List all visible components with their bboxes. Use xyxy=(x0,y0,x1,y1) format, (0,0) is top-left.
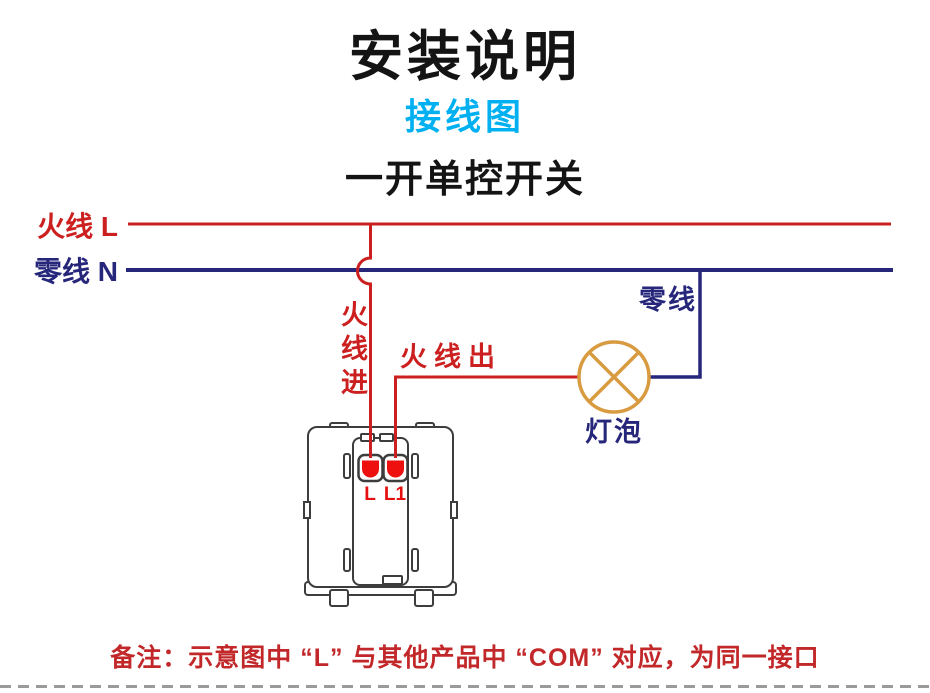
device-module-notch xyxy=(379,433,394,442)
bulb-label: 灯泡 xyxy=(585,416,643,447)
live-bus-label: 火线 L xyxy=(37,211,118,242)
device-slot xyxy=(343,453,351,479)
live-in-label: 火线进 xyxy=(337,300,367,402)
bottom-dashed-divider xyxy=(0,685,930,688)
terminal-l-contact xyxy=(362,460,379,478)
bulb-cross xyxy=(588,351,640,403)
device-slot xyxy=(343,548,351,572)
device-slot xyxy=(411,453,419,479)
device-module-notch xyxy=(360,433,375,442)
live-out-wire xyxy=(394,375,582,458)
lamp-neutral-wire xyxy=(649,272,702,379)
device-bottom-tab xyxy=(414,589,434,607)
switch-device xyxy=(303,422,458,607)
note-text: 备注：示意图中 “L” 与其他产品中 “COM” 对应，为同一接口 xyxy=(110,644,820,672)
terminal-l1-label: L1 xyxy=(384,484,407,505)
device-slot xyxy=(411,548,419,572)
subtitle: 接线图 xyxy=(404,96,525,137)
page-title: 安装说明 xyxy=(349,27,581,87)
device-side-notch xyxy=(450,501,458,519)
neutral-bus-label: 零线 N xyxy=(34,256,118,287)
terminal-l-label: L xyxy=(364,484,376,505)
live-out-label: 火线出 xyxy=(400,342,502,372)
bulb-icon xyxy=(577,340,651,414)
lamp-neutral-label: 零线 xyxy=(638,285,697,315)
device-side-notch xyxy=(303,501,311,519)
device-module-notch xyxy=(382,575,403,585)
live-in-wire xyxy=(356,225,372,458)
device-bottom-tab xyxy=(329,589,349,607)
terminal-l1-contact xyxy=(387,460,404,478)
diagram-heading: 一开单控开关 xyxy=(344,159,585,201)
